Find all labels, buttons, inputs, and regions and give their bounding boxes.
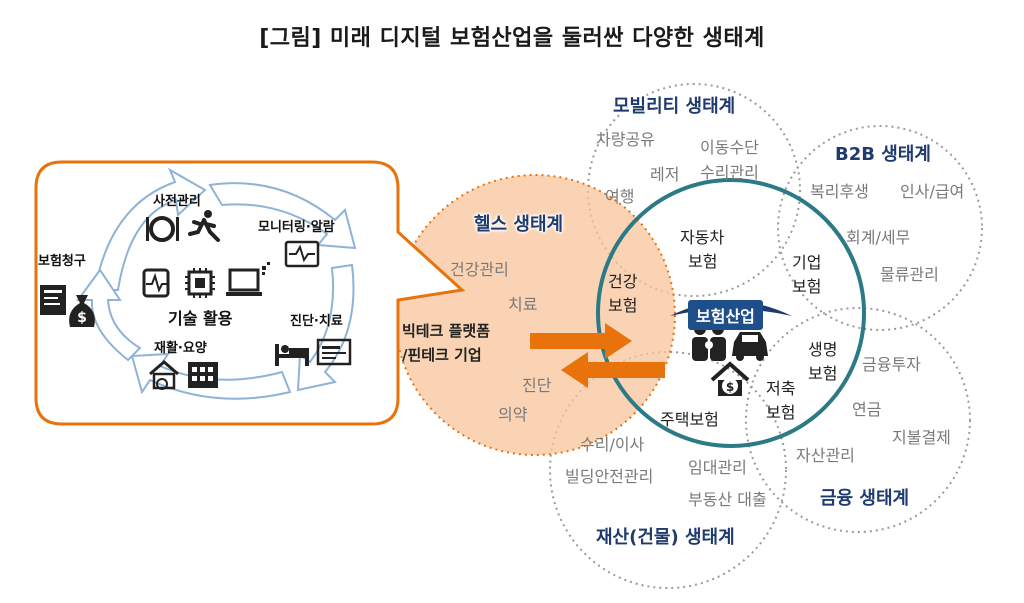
monitor-chart-icon xyxy=(316,338,352,366)
savings-insurance-label: 저축 xyxy=(766,379,796,398)
finance-item: 지불결제 xyxy=(892,428,951,447)
car-icon xyxy=(732,332,768,361)
auto-insurance-label: 자동차 xyxy=(680,228,725,247)
health-ecosystem-title: 헬스 생태계 xyxy=(474,214,564,235)
b2b-item: 인사/급여 xyxy=(900,182,965,201)
b2b-ecosystem-title: B2B 생태계 xyxy=(835,144,931,165)
health-item: 건강관리 xyxy=(450,260,509,279)
building-icon xyxy=(188,362,218,388)
health-item: 진단 xyxy=(522,376,552,395)
mobility-ecosystem-title: 모빌리티 생태계 xyxy=(613,96,736,117)
life-insurance-label-2: 보험 xyxy=(808,364,838,383)
money-bag-icon: $ xyxy=(69,295,95,327)
left-arrow xyxy=(561,352,665,388)
claim-document-icon xyxy=(40,285,66,315)
mobility-item: 수리관리 xyxy=(700,163,759,182)
hospital-bed-icon xyxy=(275,344,309,366)
right-arrow xyxy=(530,323,632,359)
rehab-label: 재활·요양 xyxy=(154,341,207,356)
savings-insurance-label-2: 보험 xyxy=(766,403,796,422)
chip-icon xyxy=(185,268,215,298)
b2b-circle xyxy=(777,125,983,331)
diagnosis-label: 진단·치료 xyxy=(290,314,343,329)
runner-icon xyxy=(188,210,220,242)
property-item: 임대관리 xyxy=(688,458,747,477)
insurance-circle xyxy=(596,178,866,448)
auto-insurance-label-2: 보험 xyxy=(688,252,718,271)
health-item: 의약 xyxy=(498,405,528,424)
health-insurance-label-2: 보험 xyxy=(608,296,638,315)
corp-insurance-label-2: 보험 xyxy=(792,277,822,296)
house-money-icon: $ xyxy=(710,361,750,396)
tech-label: 기술 활용 xyxy=(168,309,233,328)
monitor-heartbeat-icon xyxy=(284,240,320,268)
health-item: 치료 xyxy=(508,295,538,314)
phone-heartbeat-icon xyxy=(142,268,170,298)
finance-item: 연금 xyxy=(852,400,882,419)
wheelchair-icon xyxy=(149,360,179,390)
b2b-item: 복리후생 xyxy=(810,182,869,201)
property-item: 빌딩안전관리 xyxy=(565,467,654,486)
finance-ecosystem-title: 금융 생태계 xyxy=(820,488,910,509)
finance-item: 자산관리 xyxy=(796,446,855,465)
insurance-industry-label: 보험산업 xyxy=(688,300,763,330)
property-item: 수리/이사 xyxy=(580,435,645,454)
b2b-item: 물류관리 xyxy=(880,265,939,284)
cycle-arrows xyxy=(76,167,357,400)
finance-circle xyxy=(745,307,971,533)
figure-title: [그림] 미래 디지털 보험산업을 둘러싼 다양한 생태계 xyxy=(259,26,765,51)
property-circle xyxy=(549,351,787,589)
monitoring-label: 모니터링·알람 xyxy=(258,220,335,235)
life-insurance-label: 생명 xyxy=(808,340,838,359)
mobility-item: 이동수단 xyxy=(700,138,759,157)
finance-item: 금융투자 xyxy=(862,355,921,374)
b2b-item: 회계/세무 xyxy=(846,228,911,247)
property-item: 부동산 대출 xyxy=(688,490,767,509)
health-insurance-label: 건강 xyxy=(608,272,638,291)
home-insurance-label: 주택보험 xyxy=(660,410,719,429)
bigtech-arrows xyxy=(530,323,665,388)
mobility-item: 여행 xyxy=(605,187,635,206)
bigtech-label-1: 빅테크 플랫폼 xyxy=(402,322,491,340)
mobility-item: 레저 xyxy=(650,165,680,184)
bigtech-label-2: /핀테크 기업 xyxy=(402,346,482,364)
dining-icon xyxy=(146,216,179,242)
svg-text:$: $ xyxy=(726,380,734,394)
prevention-label: 사전관리 xyxy=(153,194,201,209)
corp-insurance-label: 기업 xyxy=(792,253,822,272)
property-ecosystem-title: 재산(건물) 생태계 xyxy=(596,527,735,548)
mobility-item: 차량공유 xyxy=(596,130,655,149)
mobility-circle xyxy=(587,83,801,297)
claim-label: 보험청구 xyxy=(38,254,86,269)
laptop-icon xyxy=(226,262,270,296)
svg-text:$: $ xyxy=(77,310,87,326)
